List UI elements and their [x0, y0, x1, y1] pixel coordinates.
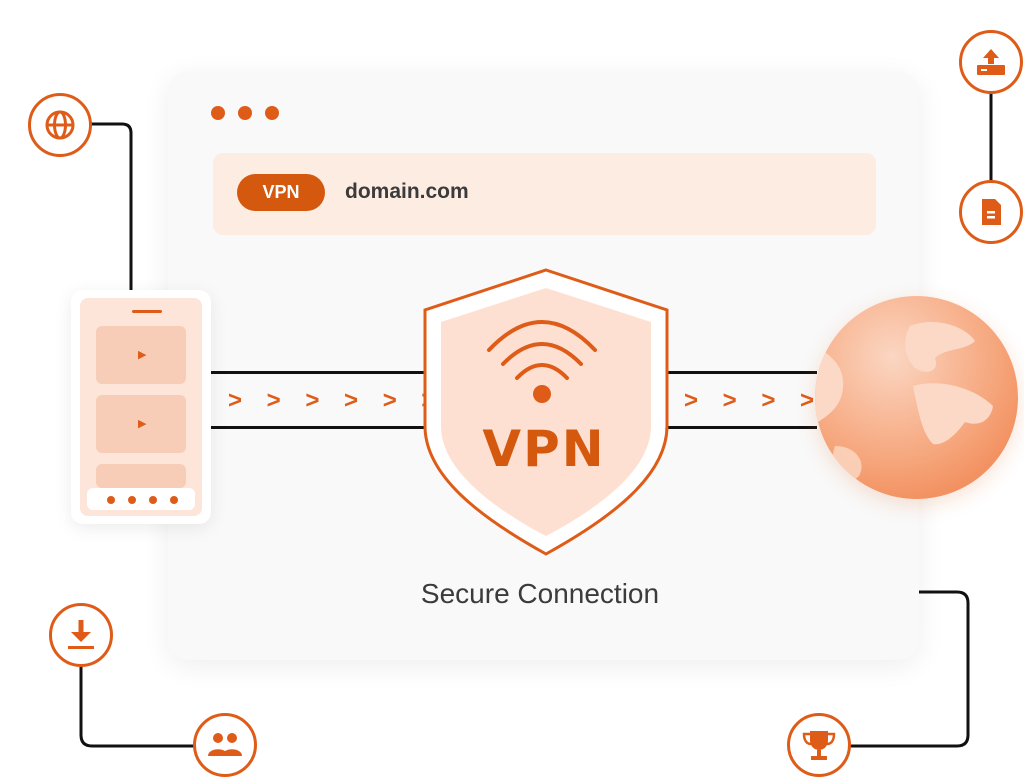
- phone-device: ▶ ▶: [71, 290, 211, 524]
- tunnel-line: [667, 371, 817, 374]
- continents: [815, 321, 993, 483]
- video-card[interactable]: ▶: [96, 326, 186, 384]
- window-dot: [265, 106, 279, 120]
- document-icon[interactable]: [959, 180, 1023, 244]
- nav-dot: [170, 496, 178, 504]
- users-icon[interactable]: [193, 713, 257, 777]
- phone-screen: ▶ ▶: [80, 298, 202, 516]
- globe-icon[interactable]: [28, 93, 92, 157]
- secure-connection-caption: Secure Connection: [420, 578, 660, 609]
- tunnel-line: [667, 426, 817, 429]
- play-icon: ▶: [138, 418, 147, 430]
- shield-icon: [423, 268, 669, 556]
- nav-dot: [107, 496, 115, 504]
- phone-notch: [132, 310, 162, 313]
- video-card[interactable]: [96, 464, 186, 488]
- url-text[interactable]: domain.com: [345, 180, 469, 203]
- nav-dot: [149, 496, 157, 504]
- window-dot: [238, 106, 252, 120]
- shield-vpn-label: VPN: [482, 420, 606, 478]
- tunnel-line: [211, 371, 425, 374]
- upload-icon[interactable]: [959, 30, 1023, 94]
- trophy-icon[interactable]: [787, 713, 851, 777]
- download-icon[interactable]: [49, 603, 113, 667]
- play-icon: ▶: [138, 349, 147, 361]
- wifi-icon: [487, 320, 597, 380]
- vpn-badge[interactable]: VPN: [237, 174, 325, 211]
- window-dot: [211, 106, 225, 120]
- tunnel-line: [211, 426, 425, 429]
- earth-globe: [815, 296, 1018, 499]
- phone-nav-bar: [87, 488, 195, 510]
- video-card[interactable]: ▶: [96, 395, 186, 453]
- nav-dot: [128, 496, 136, 504]
